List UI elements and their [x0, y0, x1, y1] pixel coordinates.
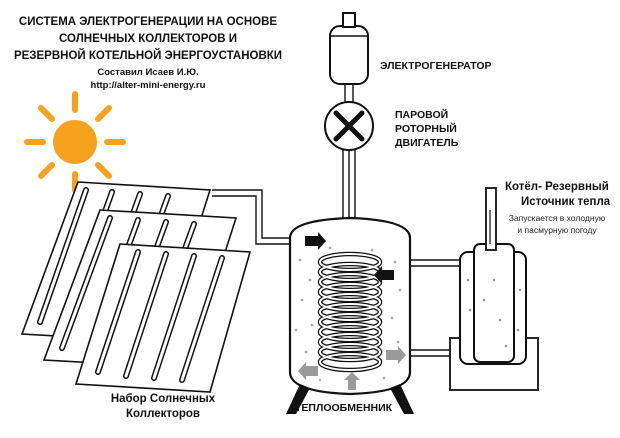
boiler-note-line-1: Запускается в холодную: [508, 213, 606, 223]
flow-arrow-in-right: [374, 266, 394, 284]
collectors-label: Набор Солнечных Коллекторов: [98, 392, 228, 422]
title-line-1: СИСТЕМА ЭЛЕКТРОГЕНЕРАЦИИ НА ОСНОВЕ: [18, 16, 278, 28]
engine-label-line-2: РОТОРНЫЙ: [395, 123, 457, 135]
coil-turn: [319, 323, 381, 341]
heat-exchanger-coil-inner: [319, 253, 381, 371]
flow-arrow-out-left: [298, 362, 318, 380]
engine-label: ПАРОВОЙ РОТОРНЫЙ ДВИГАТЕЛЬ: [395, 108, 458, 150]
solar-collectors: [20, 181, 252, 393]
flow-arrow-out-right: [386, 346, 406, 364]
boiler-label-line-2: Источник тепла: [521, 196, 611, 208]
coil-turn: [319, 343, 381, 361]
generator: [329, 12, 369, 85]
coil-turn: [319, 333, 381, 351]
coil-turn: [319, 303, 381, 321]
collectors-label-line-1: Набор Солнечных: [110, 393, 216, 405]
author-block: Составил Исаев И.Ю. http://alter-mini-en…: [12, 66, 284, 92]
heat-exchanger-label: ТЕПЛООБМЕННИК: [295, 402, 393, 414]
boiler-label: Котёл- Резервный Источник тепла: [505, 180, 610, 210]
coil-turn: [319, 313, 381, 331]
boiler-note: Запускается в холодную и пасмурную погод…: [498, 212, 616, 236]
coil-turn: [319, 253, 381, 271]
collectors-label-line-2: Коллекторов: [126, 408, 200, 420]
boiler-note-line-2: и пасмурную погоду: [517, 225, 597, 235]
collector-pipe: [212, 189, 302, 245]
coil-turn: [319, 353, 381, 371]
author-name: Составил Исаев И.Ю.: [97, 67, 199, 78]
coil-turn: [319, 273, 381, 291]
title-line-2: СОЛНЕЧНЫХ КОЛЛЕКТОРОВ И: [59, 33, 237, 45]
author-site: http://alter-mini-energy.ru: [90, 80, 206, 91]
title-line-3: РЕЗЕРВНОЙ КОТЕЛЬНОЙ ЭНЕРГОУСТАНОВКИ: [13, 50, 283, 62]
coil-turn: [319, 283, 381, 301]
engine-label-line-3: ДВИГАТЕЛЬ: [395, 137, 459, 149]
solar-panel-front: [74, 243, 252, 393]
sun-icon: [24, 91, 126, 193]
flow-arrow-bottom: [344, 372, 360, 390]
flow-arrow-in-top: [305, 232, 326, 250]
engine-label-line-1: ПАРОВОЙ: [395, 109, 449, 121]
boiler: [449, 187, 539, 391]
boiler-label-line-1: Котёл- Резервный: [505, 181, 609, 193]
page-title: СИСТЕМА ЭЛЕКТРОГЕНЕРАЦИИ НА ОСНОВЕ СОЛНЕ…: [12, 14, 284, 65]
generator-label: ЭЛЕКТРОГЕНЕРАТОР: [380, 60, 492, 72]
x-cross-icon: [324, 101, 374, 151]
coil-turn: [319, 293, 381, 311]
